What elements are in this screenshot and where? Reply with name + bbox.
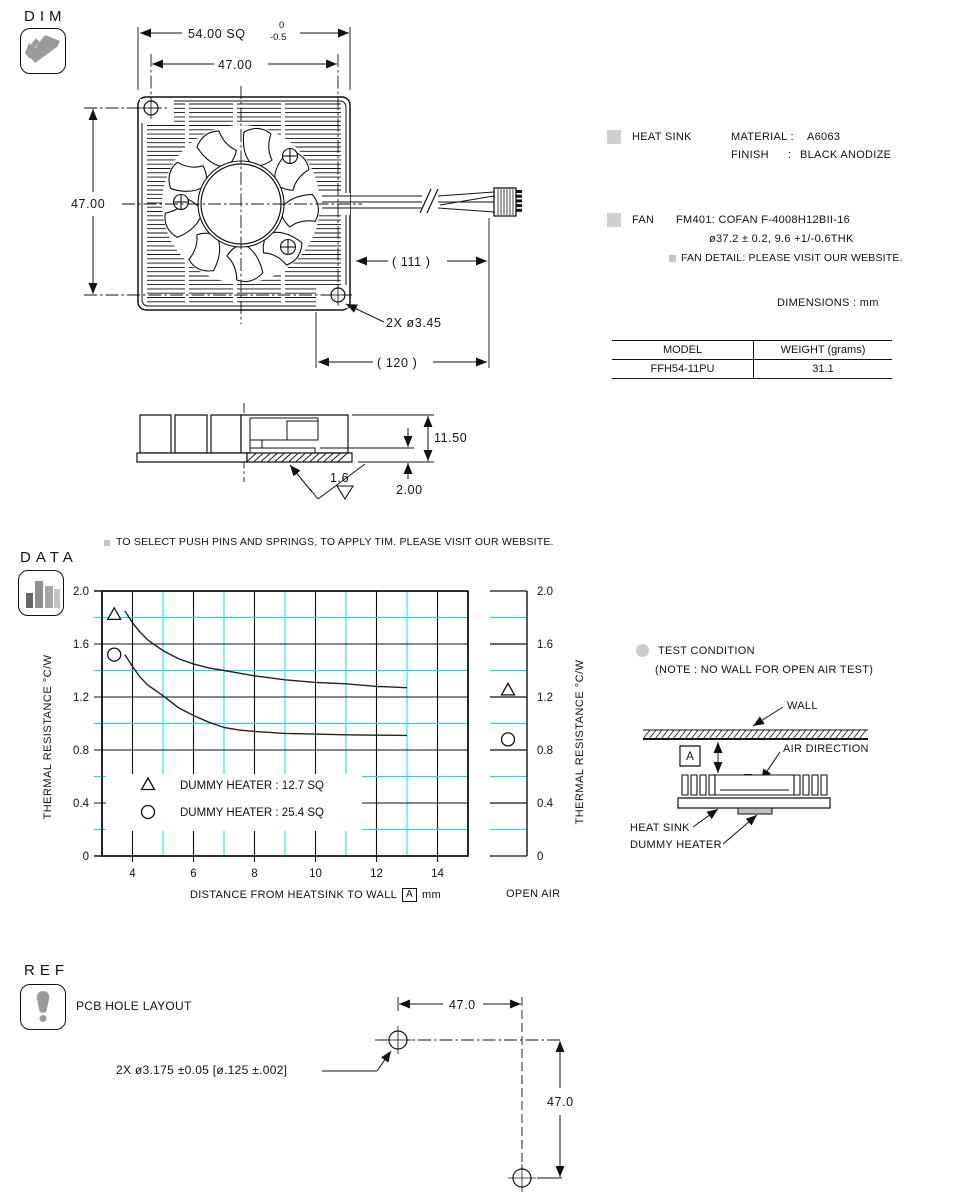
svg-text:0: 0: [83, 851, 89, 863]
dim-54-tol-bottom: -0.5: [270, 32, 286, 43]
svg-text:0.4: 0.4: [73, 798, 90, 810]
finish-value: BLACK ANODIZE: [800, 149, 892, 161]
datum-a-box: [680, 746, 700, 766]
pcb-hole-layout-drawing: 47.0 47.0: [315, 985, 574, 1202]
hole-dia-note: 2X ø3.45: [386, 316, 442, 330]
table-cell-model: FFH54-11PU: [650, 363, 715, 375]
table-row: FFH54-11PU 31.1: [612, 360, 892, 378]
svg-text:1.6: 1.6: [537, 639, 553, 651]
finish-colon: :: [788, 149, 792, 161]
svg-text:8: 8: [251, 868, 257, 880]
dummy-heater-callout-label: DUMMY HEATER: [630, 839, 722, 851]
dim-120: ( 120 ): [377, 356, 417, 370]
heatsink-label: HEAT SINK: [632, 131, 692, 143]
data-section-label: DATA: [20, 549, 78, 566]
svg-text:12: 12: [370, 868, 383, 880]
test-condition-diagram: A: [620, 690, 900, 865]
side-view: 11.50 2.00 1.6: [137, 403, 467, 499]
fan-model-line: FM401: COFAN F-4008H12BII-16: [676, 214, 851, 226]
fan-connector: [494, 188, 522, 216]
heatsink-callout-label: HEAT SINK: [630, 822, 690, 834]
material-value: A6063: [807, 131, 841, 143]
fan-detail-note: FAN DETAIL: PLEASE VISIT OUR WEBSITE.: [681, 252, 903, 264]
heatsink-bullet-square: [607, 130, 621, 144]
pcb-holes: [384, 1026, 536, 1192]
fan-blades: [160, 126, 321, 285]
wall-hatch: [643, 730, 866, 739]
wall-label: WALL: [787, 700, 818, 712]
fan-bullet-square: [607, 213, 621, 227]
x-axis-label-suffix: mm: [422, 889, 441, 901]
dim-height: 11.50: [434, 431, 467, 445]
base-hatch: [247, 454, 347, 462]
dim-47-top: 47.00: [218, 58, 252, 72]
svg-text:1.2: 1.2: [537, 692, 553, 704]
pcb-hole-note: 2X ø3.175 ±0.05 [ø.125 ±.002]: [116, 1063, 288, 1077]
dim-base: 2.00: [396, 483, 423, 497]
dim-47-left: 47.00: [71, 197, 105, 211]
dim-54-tol-top: 0: [279, 20, 284, 31]
caliper-icon: [25, 35, 60, 63]
dimensions-unit-note: DIMENSIONS : mm: [777, 297, 879, 309]
dim-icon-box: [20, 28, 66, 74]
svg-text:2.0: 2.0: [73, 586, 89, 598]
svg-text:14: 14: [431, 868, 444, 880]
y-axis-label-left: THERMAL RESISTANCE °C/W: [42, 654, 54, 820]
svg-text:1.6: 1.6: [73, 639, 89, 651]
test-condition-note: (NOTE : NO WALL FOR OPEN AIR TEST): [655, 664, 874, 676]
svg-text:DUMMY HEATER : 12.7 SQ: DUMMY HEATER : 12.7 SQ: [180, 780, 324, 792]
data-icon-box: [18, 570, 64, 616]
open-air-label: OPEN AIR: [506, 888, 561, 900]
svg-text:0.8: 0.8: [73, 745, 89, 757]
tim-note-bullet: [104, 540, 110, 546]
dimension-drawing: 54.00 SQ 0 -0.5 47.00 47.00: [71, 20, 522, 530]
roughness-symbol: [337, 486, 353, 499]
svg-text:0.4: 0.4: [537, 798, 554, 810]
datum-a-text: A: [686, 751, 694, 763]
fan-screws: [174, 149, 298, 255]
x-axis-datum-box: A: [402, 888, 418, 902]
pcb-hole-layout-title: PCB HOLE LAYOUT: [76, 999, 192, 1013]
bar-chart-icon: [26, 581, 60, 608]
ref-section-label: REF: [24, 962, 69, 979]
fan-size-line: ø37.2 ± 0.2, 9.6 +1/-0.6THK: [709, 233, 854, 245]
svg-text:4: 4: [129, 868, 136, 880]
test-condition-bullet: [636, 644, 649, 657]
ref-icon-box: [20, 984, 66, 1030]
svg-text:2.0: 2.0: [537, 586, 553, 598]
dim-54: 54.00 SQ: [188, 27, 246, 41]
exclamation-icon: [36, 991, 50, 1022]
fan-wires: [322, 189, 494, 213]
fan-label: FAN: [632, 214, 655, 226]
model-weight-table: MODEL WEIGHT (grams) FFH54-11PU 31.1: [612, 340, 892, 379]
test-condition-title: TEST CONDITION: [658, 645, 755, 657]
dummy-heater-block: [738, 808, 772, 814]
svg-text:1.2: 1.2: [73, 692, 89, 704]
test-heatsink: [678, 775, 830, 808]
roughness-value: 1.6: [330, 471, 349, 485]
finish-label: FINISH: [731, 149, 769, 161]
table-header-row: MODEL WEIGHT (grams): [612, 341, 892, 360]
svg-text:DUMMY HEATER : 25.4 SQ: DUMMY HEATER : 25.4 SQ: [180, 807, 324, 819]
tim-note: TO SELECT PUSH PINS AND SPRINGS, TO APPL…: [116, 536, 554, 548]
pcb-dim-vertical: 47.0: [547, 1095, 574, 1109]
material-label: MATERIAL :: [731, 131, 794, 143]
pcb-dim-horizontal: 47.0: [449, 998, 476, 1012]
svg-text:6: 6: [190, 868, 196, 880]
dim-section-label: DIM: [24, 8, 67, 25]
svg-text:0.8: 0.8: [537, 745, 553, 757]
svg-text:0: 0: [537, 851, 543, 863]
svg-text:10: 10: [309, 868, 322, 880]
fan-note-bullet: [669, 255, 676, 262]
centerlines: [84, 54, 362, 324]
x-axis-label-prefix: DISTANCE FROM HEATSINK TO WALL: [190, 889, 398, 901]
y-axis-label-right: THERMAL RESISTANCE °C/W: [574, 659, 586, 825]
dim-111: ( 111 ): [392, 255, 430, 269]
table-header-model: MODEL: [662, 344, 703, 356]
table-header-weight: WEIGHT (grams): [753, 341, 892, 359]
air-direction-label: AIR DIRECTION: [783, 743, 869, 755]
table-cell-weight: 31.1: [753, 360, 892, 378]
